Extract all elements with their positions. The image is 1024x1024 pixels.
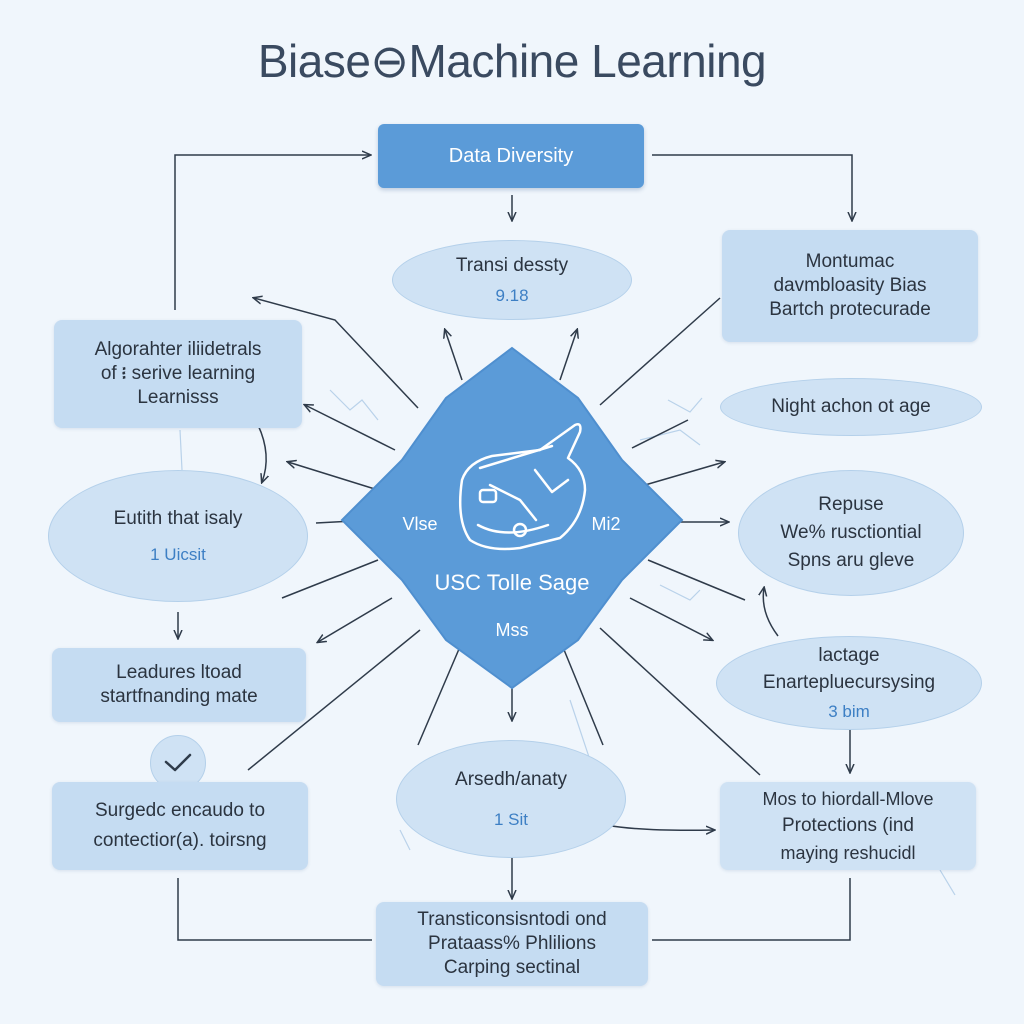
- node-night-achon[interactable]: Night achon ot age: [720, 378, 982, 436]
- node-montumac[interactable]: Montumac davmbloasity Bias Bartch protec…: [722, 230, 978, 342]
- node-label-line2: startfnanding mate: [100, 686, 258, 707]
- node-surgedc[interactable]: Surgedc encaudo to contectior(a). toirsn…: [52, 782, 308, 870]
- node-label: Night achon ot age: [771, 396, 931, 418]
- center-hub[interactable]: [340, 346, 684, 690]
- node-label-line2: Enartepluecursysing: [762, 672, 936, 694]
- node-label-line1: Algorahter iliidetrals: [94, 339, 262, 361]
- node-label-line1: Leadures ltoad: [116, 662, 242, 684]
- center-label-main: USC Tolle Sage: [434, 570, 590, 595]
- node-label-line3: Bartch protecurade: [769, 298, 931, 320]
- node-label-line2: davmbloasity Bias: [773, 275, 927, 297]
- node-transticons[interactable]: Transticonsisntodi ond Prataass% Phlilio…: [376, 902, 648, 986]
- node-eutith[interactable]: Eutith that isaly 1 Uicsit: [48, 470, 308, 602]
- handheld-device-icon: [459, 423, 587, 551]
- node-label: Arsedh/anaty: [455, 768, 567, 790]
- node-label-line2: Prataass% Phlilions: [428, 933, 596, 955]
- checkmark-glyph: [164, 753, 192, 772]
- node-sublabel: 1 Uicsit: [150, 545, 206, 565]
- node-label: Transi dessty: [455, 254, 569, 276]
- node-label-line2: We% rusctiontial: [780, 522, 922, 544]
- node-label-line2: of ᎒ serive learning: [100, 363, 256, 385]
- node-label-line1: Montumac: [805, 251, 895, 273]
- node-label-line1: Transticonsisntodi ond: [417, 909, 607, 931]
- node-sublabel: 1 Sit: [493, 810, 529, 830]
- node-label-line2: Protections (ind: [781, 815, 914, 837]
- center-label-right: Mi2: [591, 514, 621, 534]
- node-label-line1: Repuse: [818, 494, 884, 516]
- node-transi-dessty[interactable]: Transi dessty 9.18: [392, 240, 632, 320]
- node-label: Data Diversity: [448, 144, 574, 167]
- node-label-line3: Carping sectinal: [443, 956, 581, 978]
- node-repuse[interactable]: Repuse We% rusctiontial Spns aru gleve: [738, 470, 964, 596]
- node-label-line3: Learnisss: [137, 386, 219, 408]
- connectors: [175, 155, 852, 941]
- node-sublabel: 3 bim: [828, 702, 870, 722]
- center-label-bottom: Mss: [495, 620, 529, 640]
- node-arsedh[interactable]: Arsedh/anaty 1 Sit: [396, 740, 626, 858]
- node-algorahter[interactable]: Algorahter iliidetrals of ᎒ serive learn…: [54, 320, 302, 428]
- node-label-line1: Mos to hiordall-Mlove: [762, 788, 934, 809]
- node-label-line2: contectior(a). toirsng: [93, 830, 267, 851]
- node-leadures[interactable]: Leadures ltoad startfnanding mate: [52, 648, 306, 722]
- node-label-line3: Spns aru gleve: [787, 549, 915, 571]
- node-mos[interactable]: Mos to hiordall-Mlove Protections (ind m…: [720, 782, 976, 870]
- node-lactage[interactable]: lactage Enartepluecursysing 3 bim: [716, 636, 982, 730]
- diagram-title: Biase⊖Machine Learning: [257, 35, 767, 87]
- node-label-line1: lactage: [818, 644, 880, 666]
- node-label: Eutith that isaly: [113, 507, 243, 529]
- node-label-line1: Surgedc encaudo to: [94, 800, 266, 822]
- center-label-left: Vlse: [402, 514, 438, 534]
- node-label-line3: maying reshucidl: [780, 842, 916, 863]
- node-sublabel: 9.18: [495, 286, 529, 306]
- node-data-diversity[interactable]: Data Diversity: [378, 124, 644, 188]
